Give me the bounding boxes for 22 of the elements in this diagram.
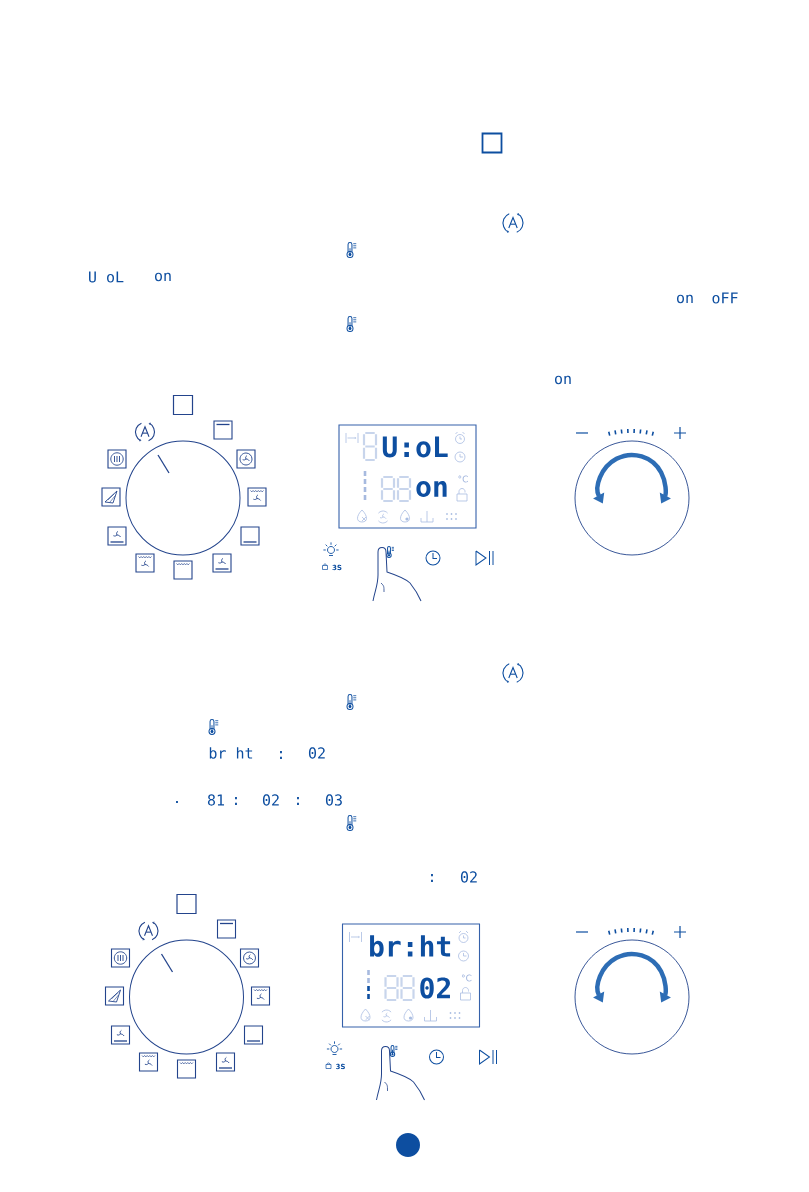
display-code: : [235, 797, 237, 805]
display-code: 81 [207, 794, 224, 806]
display-code: on [555, 375, 571, 385]
display-text: U:oL [382, 436, 448, 458]
display-code: 02 [460, 871, 477, 883]
display-code: . [176, 800, 178, 804]
display-text: on [416, 480, 447, 498]
display-code: U oL [89, 271, 124, 283]
temperature-unit: °C [458, 475, 468, 483]
display-code: on [677, 294, 693, 304]
display-code: : [431, 874, 433, 882]
temperature-unit: °C [461, 974, 472, 982]
display-code: 02 [262, 794, 279, 806]
display-code: 02 [308, 747, 325, 759]
display-code: : [297, 797, 299, 805]
display-code: 03 [325, 794, 342, 806]
display-text: 02 [420, 977, 450, 999]
display-code: oFF [712, 292, 738, 304]
display-code: on [154, 272, 171, 282]
display-code: : [280, 751, 282, 759]
display-code: br ht [209, 747, 253, 759]
display-text: br:ht [370, 935, 451, 957]
